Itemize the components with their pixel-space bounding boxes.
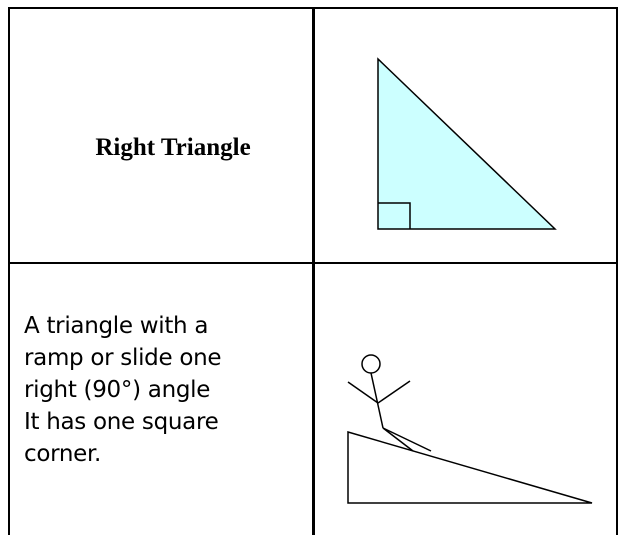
stick-figure [347, 354, 432, 452]
description-line: corner. [24, 441, 102, 467]
right-triangle-diagram [377, 57, 557, 230]
table-column-divider [312, 7, 315, 535]
slide-ramp [347, 431, 593, 504]
stick-figure-leg-upper [382, 427, 432, 452]
description-line: right (90°) angle [24, 377, 211, 403]
shape-title: Right Triangle [95, 134, 251, 161]
table-border-right [616, 7, 618, 535]
table-row-divider [8, 262, 618, 264]
description-line: A triangle with a [24, 313, 209, 339]
right-triangle-shape [377, 57, 557, 230]
shape-description: A triangle with a ramp or slide one righ… [24, 310, 294, 470]
right-angle-marker [378, 202, 411, 229]
description-line: It has one square [24, 409, 219, 435]
stick-figure-head [361, 354, 381, 374]
stick-figure-on-slide [347, 354, 593, 504]
description-line: ramp or slide one [24, 345, 222, 371]
stick-figure-right-arm [377, 380, 411, 404]
stick-figure-body [370, 372, 384, 429]
table-border-left [8, 7, 10, 535]
stick-figure-leg-lower [382, 427, 414, 452]
stick-figure-left-arm [347, 381, 379, 404]
